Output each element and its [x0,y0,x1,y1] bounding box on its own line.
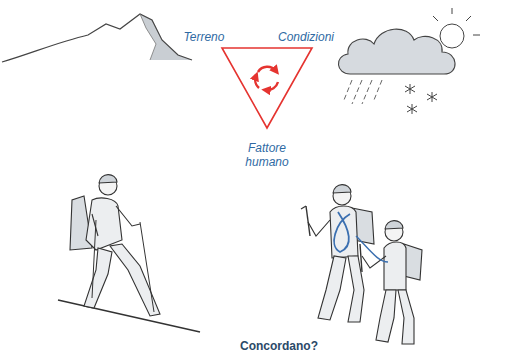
skier [58,175,200,332]
factor-label: Terreno [169,30,239,44]
factor-label: Fattore humano [237,141,297,169]
climbers [301,185,422,344]
mountain [2,14,192,62]
weather-cloud [338,8,480,114]
factor-triangle [222,48,312,128]
factor-label: Condizioni [266,30,346,44]
caption: Concordano? [240,339,318,353]
